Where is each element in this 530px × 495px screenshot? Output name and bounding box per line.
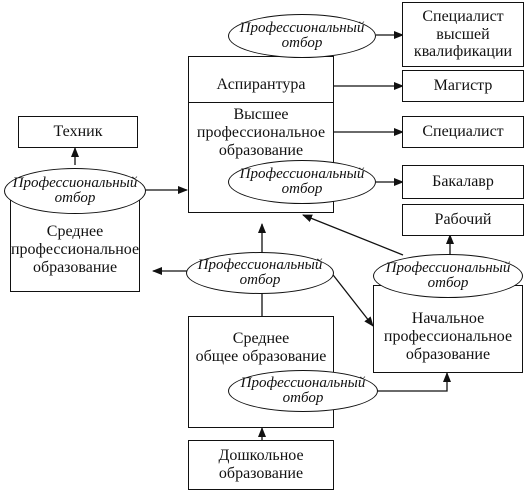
selection-ellipse-middle: Профессиональный отбор (186, 252, 334, 294)
specialist-high-qualification-box: Специалист высшей квалификации (402, 2, 524, 67)
selection-line1: Профессиональный (240, 375, 366, 391)
selection-line1: Профессиональный (385, 260, 511, 276)
preschool-box: Дошкольное образование (188, 440, 334, 490)
selection-ellipse-secondary-professional: Профессиональный отбор (4, 168, 146, 214)
selection-line2: отбор (427, 275, 469, 291)
initial-professional-label: Начальное профессиональное образование (383, 310, 513, 363)
selection-line1: Профессиональный (239, 20, 365, 36)
worker-box: Рабочий (402, 204, 524, 236)
selection-line1: Профессиональный (12, 175, 138, 191)
selection-ellipse-top: Профессиональный отбор (228, 14, 376, 58)
postgraduate-divider (189, 102, 333, 103)
technician-box: Техник (18, 116, 138, 148)
initial-professional-box: Начальное профессиональное образование (373, 285, 523, 373)
master-box: Магистр (402, 70, 524, 102)
postgraduate-label: Аспирантура (216, 76, 306, 94)
secondary-general-label: Среднее общее образование (195, 330, 327, 365)
selection-line2: отбор (281, 181, 323, 197)
selection-line2: отбор (282, 390, 324, 406)
selection-line1: Профессиональный (239, 166, 365, 182)
bachelor-box: Бакалавр (402, 165, 524, 199)
selection-ellipse-higher: Профессиональный отбор (228, 160, 376, 204)
selection-line2: отбор (281, 35, 323, 51)
specialist-box: Специалист (402, 116, 524, 148)
selection-line2: отбор (239, 272, 281, 288)
secondary-professional-label: Среднее профессиональное образование (10, 223, 140, 276)
arrow-initial-to-higher (302, 214, 404, 256)
selection-line1: Профессиональный (197, 257, 323, 273)
selection-ellipse-lower: Профессиональный отбор (228, 370, 378, 412)
higher-education-label: Высшее профессиональное образование (196, 106, 326, 159)
selection-line2: отбор (54, 190, 96, 206)
arrow-selection-to-initial (329, 270, 374, 327)
selection-ellipse-initial-professional: Профессиональный отбор (373, 254, 523, 298)
